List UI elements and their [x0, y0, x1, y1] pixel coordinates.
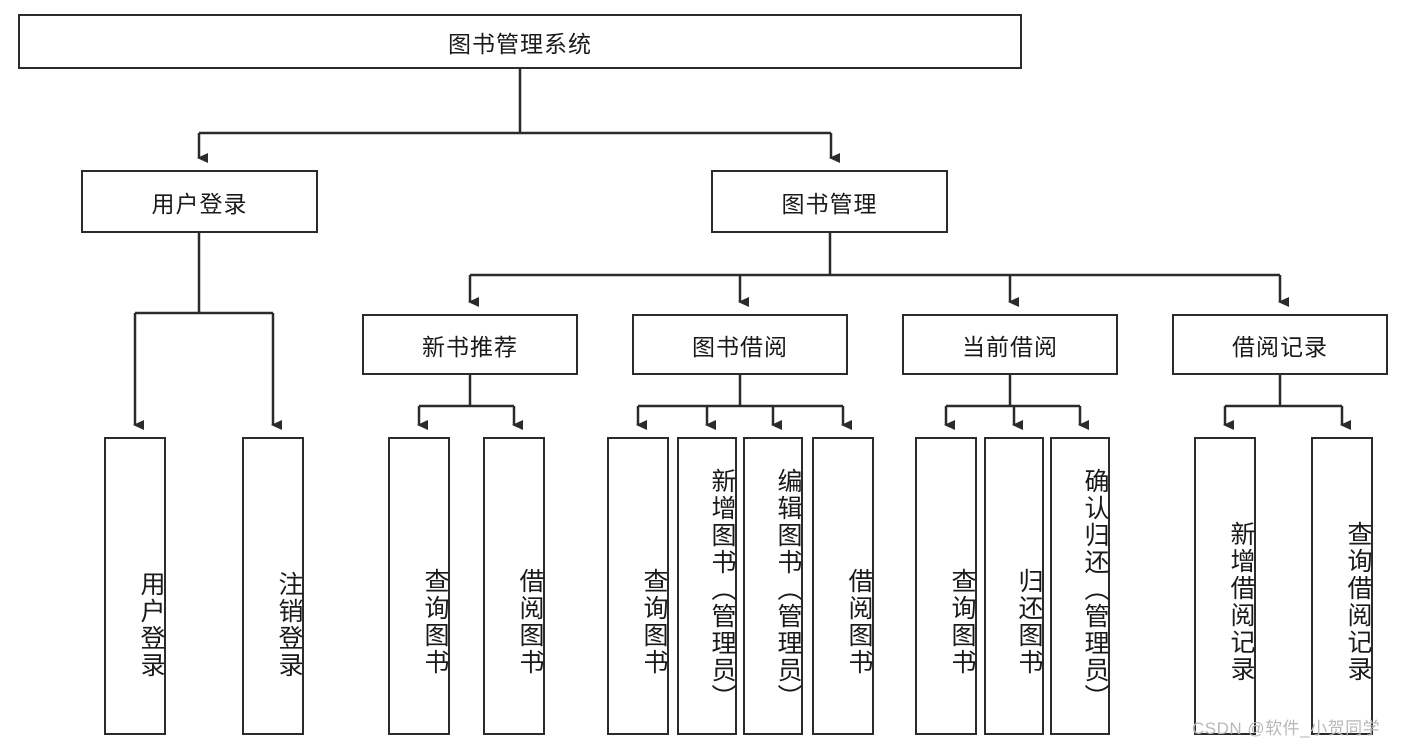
- node-leaf-user-login[interactable]: 用户登录: [104, 437, 166, 735]
- node-user-login[interactable]: 用户登录: [81, 170, 318, 233]
- node-root-label: 图书管理系统: [448, 30, 592, 57]
- node-user-login-label: 用户登录: [151, 190, 248, 217]
- node-leaf-borrow-edit-book[interactable]: 编辑图书（管理员）: [743, 437, 803, 735]
- node-new-book-recommend[interactable]: 新书推荐: [362, 314, 578, 375]
- node-leaf-recommend-borrow-book[interactable]: 借阅图书: [483, 437, 545, 735]
- node-book-borrow-label: 图书借阅: [692, 333, 788, 360]
- node-leaf-current-confirm-return-label: 确认归还（管理员）: [1081, 467, 1109, 711]
- node-leaf-user-logout-label: 注销登录: [275, 571, 303, 679]
- node-leaf-recommend-borrow-book-label: 借阅图书: [516, 568, 544, 676]
- node-leaf-record-query[interactable]: 查询借阅记录: [1311, 437, 1373, 735]
- node-new-book-recommend-label: 新书推荐: [422, 333, 518, 360]
- node-current-borrow[interactable]: 当前借阅: [902, 314, 1118, 375]
- node-leaf-current-query-book-label: 查询图书: [948, 568, 976, 676]
- node-leaf-user-logout[interactable]: 注销登录: [242, 437, 304, 735]
- node-leaf-current-return-book-label: 归还图书: [1015, 568, 1043, 676]
- node-leaf-current-confirm-return[interactable]: 确认归还（管理员）: [1050, 437, 1110, 735]
- node-leaf-borrow-edit-book-label: 编辑图书（管理员）: [774, 467, 802, 711]
- node-book-borrow[interactable]: 图书借阅: [632, 314, 848, 375]
- node-leaf-record-query-label: 查询借阅记录: [1344, 521, 1372, 683]
- node-leaf-borrow-query-book-label: 查询图书: [640, 568, 668, 676]
- node-borrow-record-label: 借阅记录: [1232, 333, 1328, 360]
- node-book-management[interactable]: 图书管理: [711, 170, 948, 233]
- node-leaf-recommend-query-book[interactable]: 查询图书: [388, 437, 450, 735]
- node-leaf-user-login-label: 用户登录: [137, 571, 165, 679]
- node-leaf-borrow-add-book[interactable]: 新增图书（管理员）: [677, 437, 737, 735]
- node-borrow-record[interactable]: 借阅记录: [1172, 314, 1388, 375]
- node-root[interactable]: 图书管理系统: [18, 14, 1022, 69]
- node-leaf-borrow-borrow-book[interactable]: 借阅图书: [812, 437, 874, 735]
- node-leaf-recommend-query-book-label: 查询图书: [421, 568, 449, 676]
- node-leaf-borrow-add-book-label: 新增图书（管理员）: [708, 467, 736, 711]
- node-book-management-label: 图书管理: [781, 190, 878, 217]
- node-leaf-record-add[interactable]: 新增借阅记录: [1194, 437, 1256, 735]
- node-leaf-record-add-label: 新增借阅记录: [1227, 521, 1255, 683]
- node-leaf-current-query-book[interactable]: 查询图书: [915, 437, 977, 735]
- node-leaf-borrow-borrow-book-label: 借阅图书: [845, 568, 873, 676]
- node-leaf-current-return-book[interactable]: 归还图书: [984, 437, 1044, 735]
- node-leaf-borrow-query-book[interactable]: 查询图书: [607, 437, 669, 735]
- csdn-watermark: CSDN @软件_小贺同学: [1192, 719, 1381, 738]
- node-current-borrow-label: 当前借阅: [962, 333, 1058, 360]
